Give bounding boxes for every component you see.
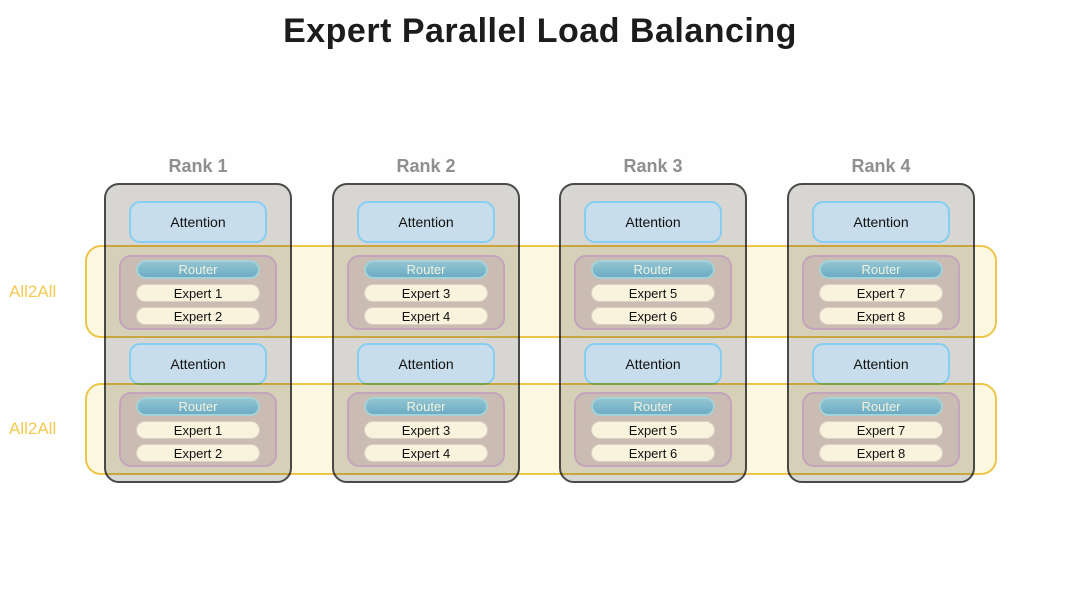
attention-block: Attention [584,343,722,385]
attention-block: Attention [129,201,267,243]
moe-block: Router Expert 7 Expert 8 [802,255,960,330]
attention-block: Attention [357,201,495,243]
expert-pill: Expert 8 [819,307,943,325]
router-pill: Router [364,397,488,416]
attention-block: Attention [129,343,267,385]
moe-block: Router Expert 1 Expert 2 [119,255,277,330]
router-pill: Router [591,397,715,416]
all2all-label-1: All2All [9,282,57,301]
rank-container: Attention Router Expert 7 Expert 8 Atten… [787,183,975,483]
router-pill: Router [364,260,488,279]
expert-pill: Expert 3 [364,284,488,302]
expert-pill: Expert 3 [364,421,488,439]
rank-container: Attention Router Expert 3 Expert 4 Atten… [332,183,520,483]
router-pill: Router [136,397,260,416]
expert-pill: Expert 4 [364,444,488,462]
rank-container: Attention Router Expert 1 Expert 2 Atten… [104,183,292,483]
rank-column-2: Rank 2 Attention Router Expert 3 Expert … [332,156,520,483]
attention-block: Attention [812,343,950,385]
expert-pill: Expert 5 [591,421,715,439]
moe-block: Router Expert 5 Expert 6 [574,392,732,467]
rank-container: Attention Router Expert 5 Expert 6 Atten… [559,183,747,483]
rank-column-1: Rank 1 Attention Router Expert 1 Expert … [104,156,292,483]
moe-block: Router Expert 7 Expert 8 [802,392,960,467]
moe-block: Router Expert 3 Expert 4 [347,392,505,467]
expert-pill: Expert 2 [136,307,260,325]
expert-pill: Expert 6 [591,444,715,462]
attention-block: Attention [812,201,950,243]
rank-title: Rank 3 [623,156,683,176]
moe-block: Router Expert 3 Expert 4 [347,255,505,330]
rank-column-3: Rank 3 Attention Router Expert 5 Expert … [559,156,747,483]
expert-pill: Expert 7 [819,421,943,439]
all2all-label-2: All2All [9,419,57,438]
expert-pill: Expert 1 [136,421,260,439]
rank-column-4: Rank 4 Attention Router Expert 7 Expert … [787,156,975,483]
attention-block: Attention [584,201,722,243]
attention-block: Attention [357,343,495,385]
expert-pill: Expert 6 [591,307,715,325]
router-pill: Router [819,260,943,279]
expert-pill: Expert 5 [591,284,715,302]
rank-title: Rank 4 [851,156,911,176]
rank-title: Rank 2 [396,156,456,176]
rank-title: Rank 1 [168,156,228,176]
moe-block: Router Expert 5 Expert 6 [574,255,732,330]
diagram-title: Expert Parallel Load Balancing [283,12,797,50]
router-pill: Router [136,260,260,279]
expert-pill: Expert 1 [136,284,260,302]
router-pill: Router [591,260,715,279]
expert-pill: Expert 2 [136,444,260,462]
expert-pill: Expert 8 [819,444,943,462]
expert-pill: Expert 4 [364,307,488,325]
moe-block: Router Expert 1 Expert 2 [119,392,277,467]
router-pill: Router [819,397,943,416]
expert-pill: Expert 7 [819,284,943,302]
